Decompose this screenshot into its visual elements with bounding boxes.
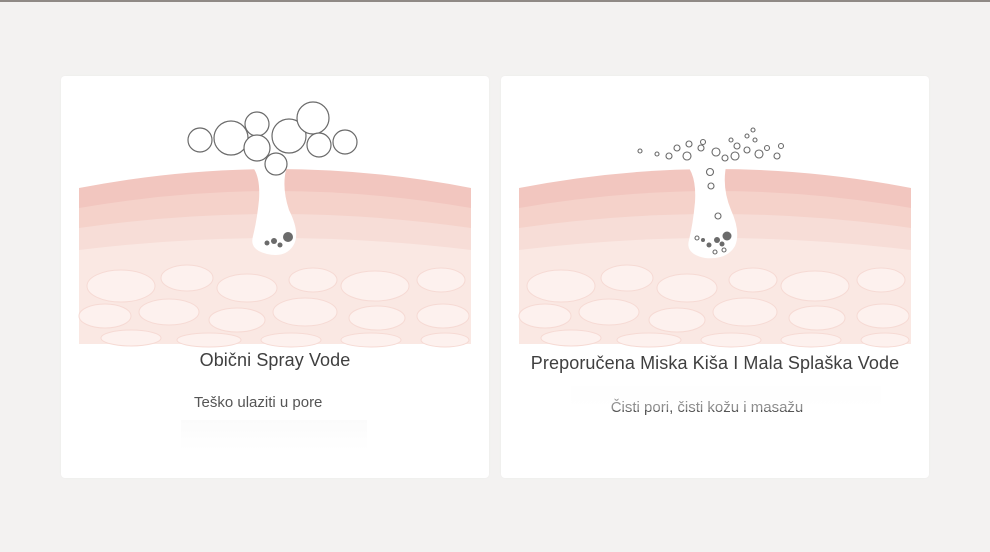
card-subtitle: Teško ulaziti u pore (194, 394, 323, 411)
comparison-card-micro-mist: Preporučena Miska Kiša I Mala Splaška Vo… (501, 76, 929, 478)
comparison-card-regular-spray: Obični Spray Vode Teško ulaziti u pore (61, 76, 489, 478)
skin-pore-large-droplets-illustration (78, 101, 471, 348)
card-title: Obični Spray Vode (199, 350, 351, 370)
skin-pore-micro-droplets-illustration (518, 127, 911, 348)
card-title: Preporučena Miska Kiša I Mala Splaška Vo… (530, 353, 900, 373)
text-fade-decoration (181, 420, 367, 450)
card-subtitle: Čisti pori, čisti kožu i masažu (610, 399, 804, 416)
text-fade-decoration (571, 386, 881, 410)
top-border (0, 0, 990, 2)
